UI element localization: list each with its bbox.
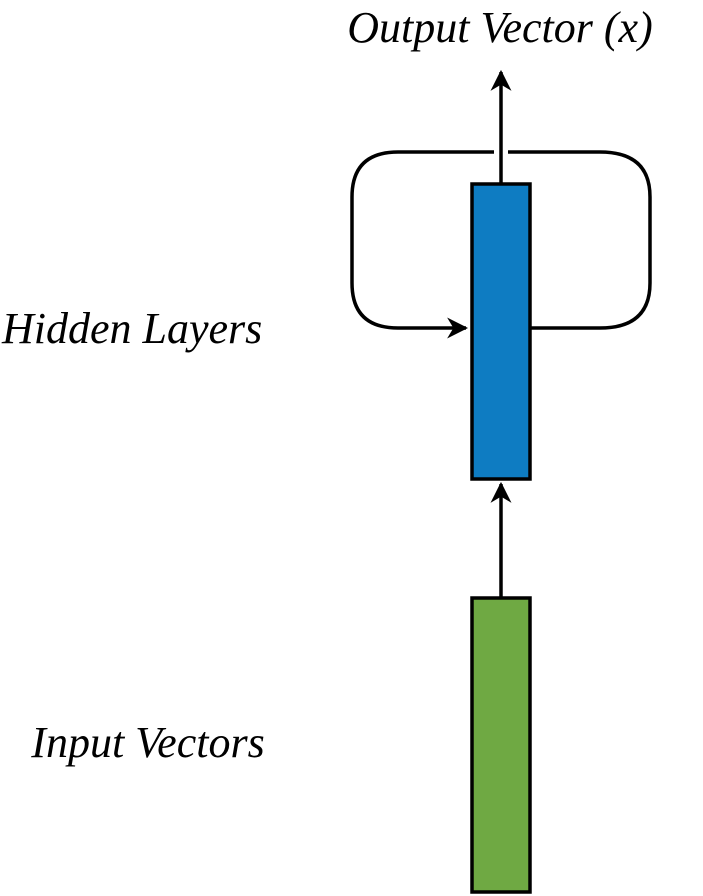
recurrent-loop-right [508, 150, 652, 330]
recurrent-loop-left [350, 150, 494, 339]
hidden-layer-block [470, 182, 532, 481]
input-layer-block [470, 596, 532, 894]
hidden-layers-label: Hidden Layers [1, 304, 262, 353]
output-vector-label: Output Vector (x) [347, 3, 652, 52]
input-vectors-label: Input Vectors [30, 718, 264, 767]
